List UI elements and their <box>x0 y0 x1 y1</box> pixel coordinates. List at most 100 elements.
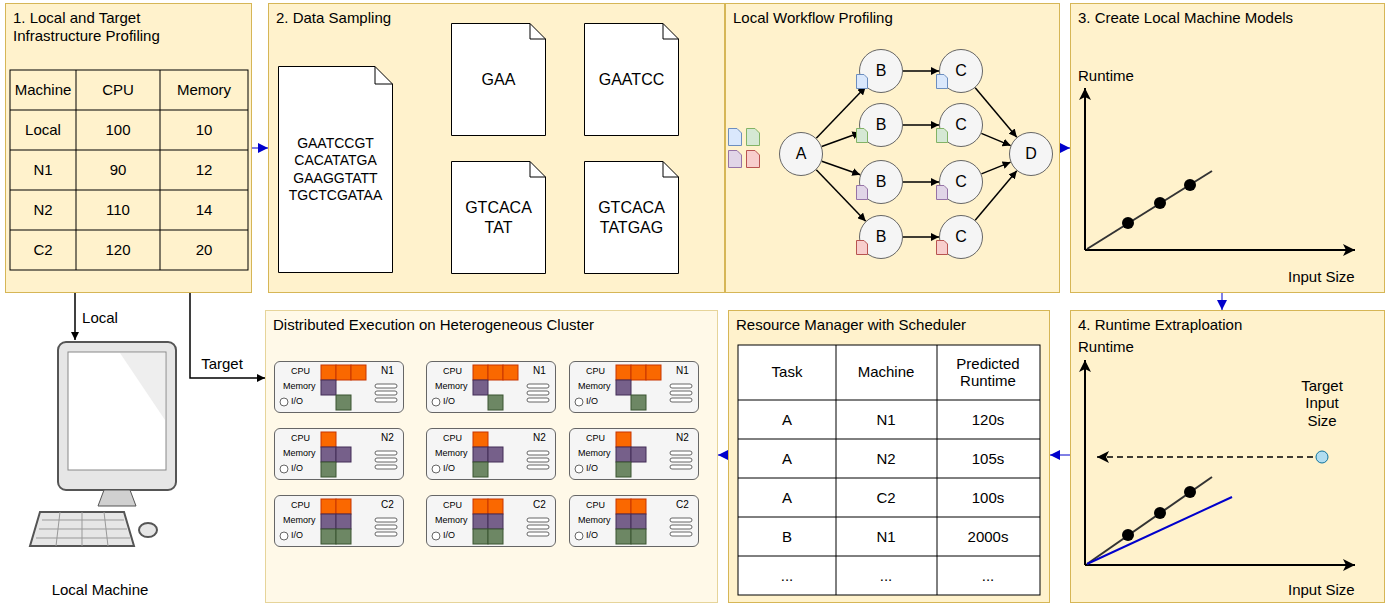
node-label: C <box>955 116 967 134</box>
table-cell: ... <box>982 567 995 584</box>
text-slot: CPU <box>443 366 462 377</box>
text-slot: CPU <box>291 500 310 511</box>
text-slot: 100 <box>105 121 130 138</box>
flow-arrow <box>190 293 265 378</box>
resource-block <box>616 432 631 447</box>
server-slot <box>375 384 397 388</box>
table-cell: C2 <box>33 241 52 258</box>
resource-label: CPU <box>443 500 462 511</box>
resource-block <box>321 380 336 395</box>
chart-axis <box>1084 360 1086 565</box>
io-led <box>575 398 583 406</box>
resource-label: Memory <box>578 381 611 392</box>
io-led <box>280 398 288 406</box>
panel-fill <box>5 3 252 293</box>
text-slot: C2 <box>33 241 52 258</box>
cluster-machine: CPUN1MemoryI/O <box>274 361 404 413</box>
task-node: C <box>939 215 983 259</box>
file-shape <box>585 24 679 136</box>
machine-name: C2 <box>533 499 546 510</box>
sequence-text: GAATCCGT CACATATGA GAAGGTATT TGCTCGATAA <box>286 135 386 205</box>
resource-block <box>488 499 503 514</box>
resource-block <box>616 447 631 462</box>
text-slot: Memory <box>578 515 611 526</box>
text-slot: A <box>782 450 792 467</box>
file-shape <box>747 129 760 146</box>
table-cell: 110 <box>106 201 130 218</box>
resource-label: I/O <box>291 463 303 474</box>
text-slot: C2 <box>381 499 394 510</box>
file-icon <box>747 151 760 168</box>
data-file: GTCACA TATGAG <box>584 161 679 274</box>
io-led <box>432 532 440 540</box>
server-slot <box>375 398 397 402</box>
file-icon <box>729 129 742 146</box>
file-shape <box>452 162 546 274</box>
table-cell: N1 <box>33 161 52 178</box>
table-cell: A <box>782 411 792 428</box>
text-slot: Memory <box>435 381 468 392</box>
resource-label: CPU <box>586 366 605 377</box>
fit-line <box>1087 477 1212 564</box>
node-label: B <box>876 173 887 191</box>
resource-label: I/O <box>586 530 598 541</box>
local-machine: Local Machine <box>20 340 180 602</box>
text-slot: Memory <box>435 448 468 459</box>
screen-shine <box>120 353 165 420</box>
stage-panel: ABCBCBCBCDLocal Workflow Profiling <box>725 3 1060 293</box>
flow-arrow <box>822 161 860 174</box>
stage-panel: 3. Create Local Machine Models <box>1070 3 1385 293</box>
text-slot: N2 <box>676 432 689 443</box>
io-led <box>575 465 583 473</box>
text-slot: CPU <box>291 433 310 444</box>
resource-block <box>336 499 351 514</box>
text-slot: Memory <box>177 81 231 98</box>
resource-block <box>473 447 488 462</box>
stage-arrow <box>1222 293 1223 310</box>
text-slot: Memory <box>283 515 316 526</box>
axis-label: Input Size <box>1288 268 1355 285</box>
data-file: GTCACA TAT <box>451 161 546 274</box>
text-slot: CPU <box>586 366 605 377</box>
text-slot: N1 <box>876 528 895 545</box>
text-slot: CPU <box>443 433 462 444</box>
task-node: C <box>939 103 983 147</box>
text-slot: 90 <box>110 161 127 178</box>
resource-label: CPU <box>291 433 310 444</box>
text-slot: A <box>782 411 792 428</box>
file-icon <box>729 151 742 168</box>
text-slot: Memory <box>283 448 316 459</box>
resource-block <box>336 514 351 529</box>
node-label: C <box>955 62 967 80</box>
table-frame <box>738 345 1040 595</box>
panel-title: 1. Local and Target Infrastructure Profi… <box>6 4 205 50</box>
table-cell: Memory <box>177 81 231 98</box>
text-slot: Machine <box>858 363 915 380</box>
table-cell: 100 <box>105 121 130 138</box>
task-node: C <box>939 49 983 93</box>
server-slot <box>375 525 397 529</box>
table-cell: ... <box>781 567 794 584</box>
text-slot: I/O <box>586 463 598 474</box>
text-slot: B <box>782 528 792 545</box>
table-cell: 100s <box>972 489 1005 506</box>
text-slot: N2 <box>33 201 52 218</box>
file-shape <box>729 151 742 168</box>
table-cell: 2000s <box>968 528 1009 545</box>
text-slot: CPU <box>586 500 605 511</box>
task-node: A <box>779 132 823 176</box>
text-slot: I/O <box>586 396 598 407</box>
server-slot <box>375 391 397 395</box>
machine-name: N2 <box>381 432 394 443</box>
node-label: Local Machine <box>52 581 149 598</box>
table-cell: N1 <box>876 411 895 428</box>
text-slot: CPU <box>291 366 310 377</box>
panel-fill <box>1070 310 1385 603</box>
server-slot <box>670 525 692 529</box>
resource-block <box>321 499 336 514</box>
cluster-machine: CPUN2MemoryI/O <box>569 428 699 480</box>
text-slot: Memory <box>435 515 468 526</box>
panel-fill <box>265 310 718 603</box>
cluster-machine: CPUN2MemoryI/O <box>426 428 556 480</box>
cluster-machine: CPUC2MemoryI/O <box>274 495 404 547</box>
